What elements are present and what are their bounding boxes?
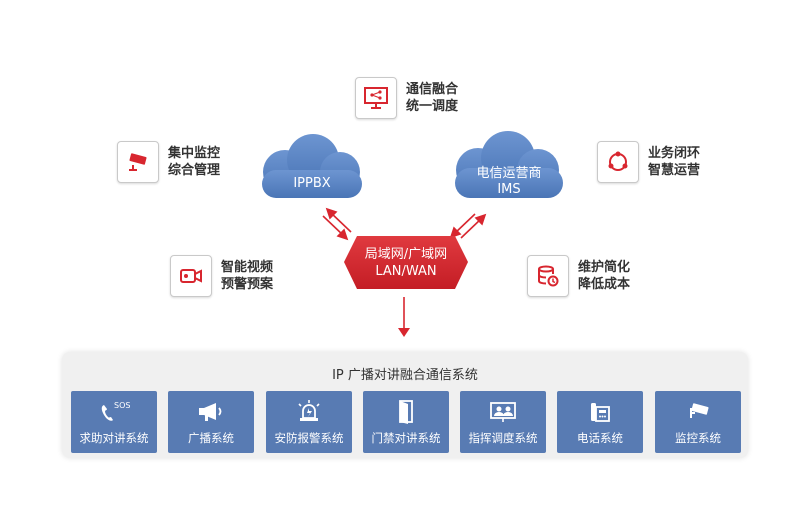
ims-label-line1: 电信运营商 xyxy=(476,166,542,181)
phone-sos-icon: SOS xyxy=(71,399,157,425)
arrow-ims-to-network xyxy=(449,213,487,239)
feature-line: 统一调度 xyxy=(406,99,459,114)
system-tile-surveillance[interactable]: 监控系统 xyxy=(655,391,741,453)
system-tile-broadcast[interactable]: 广播系统 xyxy=(168,391,254,453)
feature-comm: 通信融合 统一调度 xyxy=(355,77,458,119)
ippbx-cloud xyxy=(262,134,362,198)
cctv-camera-icon xyxy=(117,141,159,183)
feature-line: 智慧运营 xyxy=(648,163,701,178)
feature-video: 智能视频 预警预案 xyxy=(170,255,273,297)
system-label: 指挥调度系统 xyxy=(468,431,538,445)
feature-line: 智能视频 xyxy=(221,260,274,275)
feature-line: 集中监控 xyxy=(168,146,221,161)
system-tile-command-dispatch[interactable]: 指挥调度系统 xyxy=(460,391,546,453)
system-label: 监控系统 xyxy=(675,431,721,445)
monitor-network-icon xyxy=(355,77,397,119)
megaphone-icon xyxy=(168,399,254,425)
system-tile-telephone[interactable]: 电话系统 xyxy=(557,391,643,453)
system-tile-security-alarm[interactable]: 安防报警系统 xyxy=(266,391,352,453)
system-label: 电话系统 xyxy=(577,431,623,445)
system-tile-access-intercom[interactable]: 门禁对讲系统 xyxy=(363,391,449,453)
sos-badge: SOS xyxy=(114,401,130,410)
feature-business-text: 业务闭环 智慧运营 xyxy=(648,145,700,179)
door-icon xyxy=(363,399,449,425)
ippbx-label: IPPBX xyxy=(262,176,362,192)
feature-monitor-text: 集中监控 综合管理 xyxy=(168,145,220,179)
ippbx-label-line: IPPBX xyxy=(293,176,331,191)
system-label: 广播系统 xyxy=(188,431,234,445)
conference-screen-icon xyxy=(460,399,546,425)
feature-monitor: 集中监控 综合管理 xyxy=(117,141,220,183)
arrow-network-to-systems xyxy=(398,297,410,337)
ims-label-line2: IMS xyxy=(497,182,521,197)
database-icon xyxy=(527,255,569,297)
feature-maintain-text: 维护简化 降低成本 xyxy=(578,259,630,293)
feature-line: 综合管理 xyxy=(168,163,221,178)
feature-line: 业务闭环 xyxy=(648,146,701,161)
video-camera-icon xyxy=(170,255,212,297)
ims-cloud xyxy=(455,131,563,198)
feature-line: 预警预案 xyxy=(221,277,274,292)
feature-comm-text: 通信融合 统一调度 xyxy=(406,81,458,115)
feature-maintain: 维护简化 降低成本 xyxy=(527,255,630,297)
panel-title: IP 广播对讲融合通信系统 xyxy=(332,368,478,383)
feature-line: 维护简化 xyxy=(578,260,631,275)
cycle-icon xyxy=(597,141,639,183)
feature-business: 业务闭环 智慧运营 xyxy=(597,141,700,183)
system-label: 门禁对讲系统 xyxy=(371,431,441,445)
feature-line: 通信融合 xyxy=(406,82,459,97)
network-hexagon xyxy=(344,236,468,289)
telephone-icon xyxy=(557,399,643,425)
system-label: 安防报警系统 xyxy=(274,431,344,445)
alarm-light-icon xyxy=(266,399,352,425)
feature-video-text: 智能视频 预警预案 xyxy=(221,259,273,293)
network-label: 局域网/广域网 LAN/WAN xyxy=(351,246,461,280)
ims-label: 电信运营商 IMS xyxy=(455,166,563,198)
arrow-ippbx-to-network xyxy=(322,207,352,241)
network-label-line1: 局域网/广域网 xyxy=(364,247,448,262)
system-tile-help-intercom[interactable]: SOS 求助对讲系统 xyxy=(71,391,157,453)
network-label-line2: LAN/WAN xyxy=(375,264,437,279)
system-label: 求助对讲系统 xyxy=(79,431,149,445)
feature-line: 降低成本 xyxy=(578,277,631,292)
cctv-camera-icon xyxy=(655,399,741,425)
